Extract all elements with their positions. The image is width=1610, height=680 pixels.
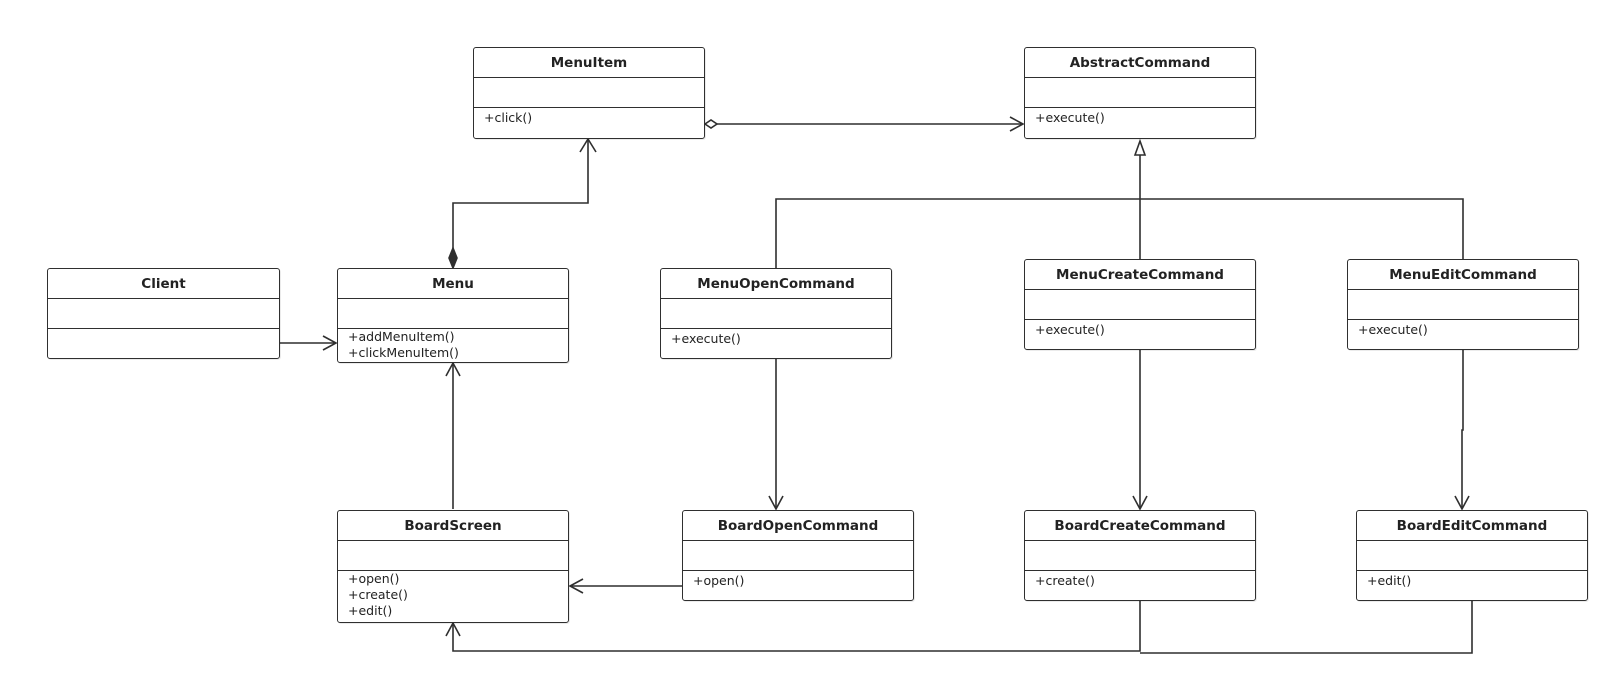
operation: +execute() [1035,110,1105,125]
attributes-compartment [683,541,913,571]
class-name: BoardOpenCommand [683,511,913,541]
class-menuitem[interactable]: MenuItem +click() [473,47,705,139]
operations-compartment: +open() +create() +edit() [338,571,568,619]
class-name: AbstractCommand [1025,48,1255,78]
attributes-compartment [1357,541,1587,571]
composition-diamond [448,245,458,271]
operations-compartment: +execute() [1025,108,1255,126]
arrowhead-boardscreen-right [568,578,584,594]
operation: +open() [348,571,400,586]
class-client[interactable]: Client [47,268,280,359]
class-menu[interactable]: Menu +addMenuItem() +clickMenuItem() [337,268,569,363]
operations-compartment: +execute() [661,329,891,347]
operation: +clickMenuItem() [348,345,459,360]
class-name: Client [48,269,279,299]
operation: +create() [1035,573,1095,588]
class-name: BoardScreen [338,511,568,541]
class-boardcreatecommand[interactable]: BoardCreateCommand +create() [1024,510,1256,601]
association-line-board-commands-boardscreen [452,601,1473,654]
arrowhead-boardscreen-bottom [445,621,461,637]
composition-line-menu-menuitem [452,139,589,248]
operations-compartment: +addMenuItem() +clickMenuItem() [338,329,568,361]
arrowhead-menu-from-boardscreen [445,361,461,377]
operation: +execute() [671,331,741,346]
operation: +execute() [1035,322,1105,337]
aggregation-diamond [703,119,719,129]
operations-compartment: +edit() [1357,571,1587,589]
class-name: Menu [338,269,568,299]
arrowhead-boardopen [768,495,784,511]
generalization-triangle [1133,138,1147,156]
operation: +create() [348,587,408,602]
class-menuopencommand[interactable]: MenuOpenCommand +execute() [660,268,892,359]
attributes-compartment [48,299,279,329]
class-name: MenuItem [474,48,704,78]
arrowhead-menu-from-client [322,335,338,351]
class-name: MenuEditCommand [1348,260,1578,290]
class-menucreatecommand[interactable]: MenuCreateCommand +execute() [1024,259,1256,350]
arrowhead-abstractcommand [1009,116,1025,132]
attributes-compartment [1348,290,1578,320]
operation: +open() [693,573,745,588]
class-name: BoardCreateCommand [1025,511,1255,541]
attributes-compartment [1025,78,1255,108]
operation: +addMenuItem() [348,329,455,344]
operations-compartment [48,329,279,331]
operation: +execute() [1358,322,1428,337]
attributes-compartment [338,541,568,571]
association-line-menuedit-boardedit [1461,350,1464,509]
class-name: MenuOpenCommand [661,269,891,299]
attributes-compartment [1025,290,1255,320]
class-name: MenuCreateCommand [1025,260,1255,290]
operations-compartment: +create() [1025,571,1255,589]
class-boardopencommand[interactable]: BoardOpenCommand +open() [682,510,914,601]
operations-compartment: +execute() [1348,320,1578,338]
operations-compartment: +click() [474,108,704,126]
class-boardeditcommand[interactable]: BoardEditCommand +edit() [1356,510,1588,601]
arrowhead-boardcreate [1132,495,1148,511]
class-boardscreen[interactable]: BoardScreen +open() +create() +edit() [337,510,569,623]
arrowhead-boardedit [1454,495,1470,511]
class-name: BoardEditCommand [1357,511,1587,541]
operations-compartment: +open() [683,571,913,589]
arrowhead-menuitem [579,137,597,153]
class-menueditcommand[interactable]: MenuEditCommand +execute() [1347,259,1579,350]
operations-compartment: +execute() [1025,320,1255,338]
operation: +click() [484,110,533,125]
attributes-compartment [338,299,568,329]
generalization-tree [775,155,1464,268]
class-abstractcommand[interactable]: AbstractCommand +execute() [1024,47,1256,139]
operation: +edit() [1367,573,1412,588]
operation: +edit() [348,603,393,618]
attributes-compartment [661,299,891,329]
attributes-compartment [1025,541,1255,571]
attributes-compartment [474,78,704,108]
